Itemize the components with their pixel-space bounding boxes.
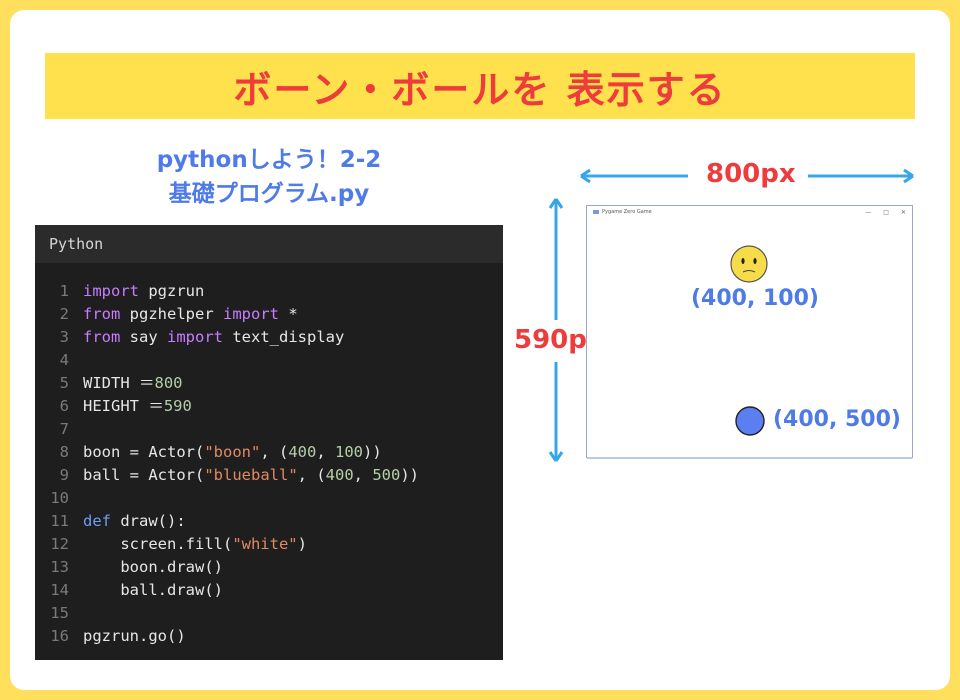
code-token: , ( — [260, 443, 289, 461]
code-token: "blueball" — [204, 466, 298, 484]
width-arrow-right-head — [903, 174, 914, 184]
code-token: 800 — [154, 374, 183, 392]
width-label: 800px — [706, 159, 796, 189]
code-token: draw(): — [111, 512, 186, 530]
code-token: pgzrun.go() — [83, 627, 186, 645]
code-token: )) — [400, 466, 419, 484]
line-number: 16 — [50, 627, 69, 645]
code-token: 500 — [372, 466, 401, 484]
code-token: ball.draw() — [83, 581, 223, 599]
line-number: 15 — [50, 604, 69, 622]
code-line: 16 pgzrun.go() — [35, 625, 503, 648]
code-token: 100 — [335, 443, 363, 461]
code-token: HEIGHT ＝ — [83, 397, 164, 415]
line-number: 8 — [59, 443, 69, 461]
code-token: "boon" — [204, 443, 261, 461]
maximize-icon[interactable]: □ — [883, 208, 889, 216]
code-token: , ( — [297, 466, 326, 484]
line-number: 13 — [50, 558, 69, 576]
code-line: 6 HEIGHT ＝590 — [35, 395, 503, 418]
code-token: screen.fill( — [83, 535, 233, 553]
code-token: import — [222, 305, 279, 323]
close-icon[interactable]: ✕ — [900, 208, 906, 216]
code-token: "white" — [232, 535, 298, 553]
blue-ball-icon — [735, 406, 765, 436]
subtitle-line-2: 基礎プログラム.py — [168, 181, 370, 207]
line-number: 3 — [59, 328, 69, 346]
page-title: ボーン・ボールを 表示する — [233, 67, 727, 112]
code-token: 590 — [163, 397, 192, 415]
code-token: ball = Actor( — [83, 466, 205, 484]
minimize-icon[interactable]: — — [865, 208, 872, 216]
code-language-label: Python — [35, 225, 503, 263]
line-number: 1 — [59, 282, 69, 300]
height-arrow-top-head — [554, 198, 564, 209]
width-arrow-right-head — [903, 168, 914, 178]
code-token: import — [83, 282, 139, 300]
height-arrow-bottom-head — [554, 451, 564, 462]
code-token: from — [83, 305, 121, 323]
line-number: 7 — [59, 420, 69, 438]
code-token: from — [83, 328, 121, 346]
code-token: text_display — [223, 328, 345, 346]
code-token: import — [167, 328, 223, 346]
code-line: 2 from pgzhelper import * — [35, 303, 503, 326]
code-line: 1 import pgzrun — [35, 280, 503, 303]
program-subtitle: pythonしよう！2-2 基礎プログラム.py — [35, 143, 503, 211]
code-token: WIDTH ＝ — [83, 374, 155, 392]
code-token: boon.draw() — [83, 558, 223, 576]
height-arrow-top-head — [548, 198, 558, 209]
code-token: 400 — [288, 443, 317, 461]
code-token: pgzrun — [139, 282, 205, 300]
code-token: , — [353, 466, 373, 484]
line-number: 9 — [59, 466, 69, 484]
code-token: * — [278, 305, 298, 323]
line-number: 4 — [59, 351, 69, 369]
code-line: 8 boon = Actor("boon", (400, 100)) — [35, 441, 503, 464]
code-token: ) — [297, 535, 307, 553]
code-token: def — [83, 512, 111, 530]
code-line: 12 screen.fill("white") — [35, 533, 503, 556]
boon-face-icon — [730, 245, 768, 283]
ball-coordinate: (400, 500) — [773, 407, 901, 432]
code-line: 13 boon.draw() — [35, 556, 503, 579]
code-line: 10 — [35, 487, 503, 510]
window-titlebar: Pygame Zero Game — □ ✕ — [587, 206, 912, 218]
title-banner: ボーン・ボールを 表示する — [45, 53, 915, 119]
width-arrow-left-head — [580, 168, 591, 178]
code-token: boon = Actor( — [83, 443, 205, 461]
code-line: 14 ball.draw() — [35, 579, 503, 602]
code-token: , — [316, 443, 335, 461]
line-number: 6 — [59, 397, 69, 415]
code-line: 15 — [35, 602, 503, 625]
line-number: 5 — [59, 374, 69, 392]
code-line: 7 — [35, 418, 503, 441]
line-number: 14 — [50, 581, 69, 599]
code-line: 11 def draw(): — [35, 510, 503, 533]
code-token: 400 — [325, 466, 354, 484]
code-line: 3 from say import text_display — [35, 326, 503, 349]
code-line: 5 WIDTH ＝800 — [35, 372, 503, 395]
code-line: 4 — [35, 349, 503, 372]
line-number: 11 — [50, 512, 69, 530]
boon-coordinate: (400, 100) — [691, 286, 819, 311]
line-number: 10 — [50, 489, 69, 507]
code-token: )) — [363, 443, 382, 461]
code-line: 9 ball = Actor("blueball", (400, 500)) — [35, 464, 503, 487]
window-app-icon — [593, 210, 599, 214]
window-title: Pygame Zero Game — [602, 209, 652, 215]
code-token: pgzhelper — [120, 305, 223, 323]
width-arrow-left-head — [580, 174, 591, 184]
subtitle-line-1: pythonしよう！2-2 — [156, 147, 382, 173]
code-panel: Python 1 import pgzrun 2 from pgzhelper imp… — [35, 225, 503, 660]
height-arrow-bottom-head — [548, 451, 558, 462]
line-number: 2 — [59, 305, 69, 323]
code-token: say — [120, 328, 167, 346]
line-number: 12 — [50, 535, 69, 553]
